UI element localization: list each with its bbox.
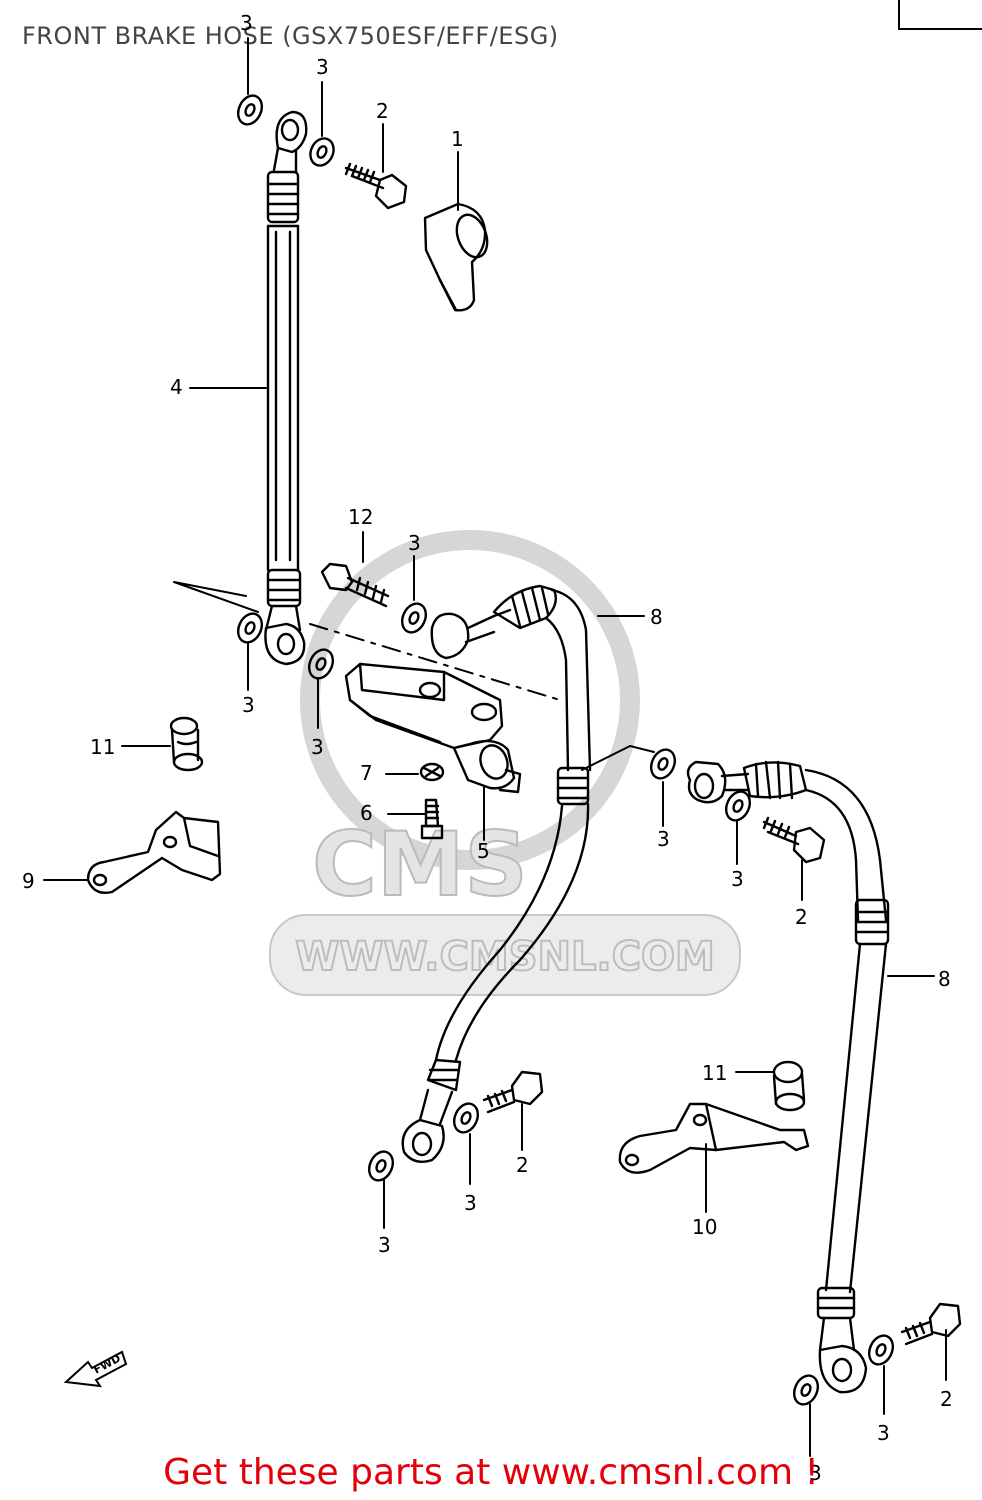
callout-3d: 3 xyxy=(242,693,255,717)
frame-corner xyxy=(898,0,982,30)
grommet-part-11-left xyxy=(169,716,204,772)
union-bolt-part-2-top xyxy=(344,162,408,210)
callout-10: 10 xyxy=(692,1215,717,1239)
callout-3g: 3 xyxy=(731,867,744,891)
callout-2c: 2 xyxy=(516,1153,529,1177)
callout-3j: 3 xyxy=(877,1421,890,1445)
hose-cover-part-1 xyxy=(423,202,489,312)
callout-3f: 3 xyxy=(657,827,670,851)
brake-hose-part-4 xyxy=(264,110,308,666)
three-way-joint-part-5 xyxy=(344,662,522,794)
union-bolt-part-2-right xyxy=(900,1302,962,1346)
callout-1: 1 xyxy=(451,127,464,151)
callout-3h: 3 xyxy=(464,1191,477,1215)
bracket-part-10 xyxy=(618,1102,810,1174)
callout-9: 9 xyxy=(22,869,35,893)
callout-3a: 3 xyxy=(240,11,253,35)
screw-part-6 xyxy=(420,798,444,840)
callout-8a: 8 xyxy=(650,605,663,629)
callout-2a: 2 xyxy=(376,99,389,123)
callout-3k: 3 xyxy=(809,1461,822,1485)
callout-numbers: 3 3 2 1 4 12 3 8 3 3 11 7 6 5 3 3 2 9 8 … xyxy=(22,11,953,1485)
union-bolt-part-2-left xyxy=(482,1070,544,1114)
callout-11a: 11 xyxy=(90,735,115,759)
callout-2b: 2 xyxy=(795,905,808,929)
callout-12: 12 xyxy=(348,505,373,529)
callout-6: 6 xyxy=(360,801,373,825)
washer-part-7 xyxy=(419,762,445,782)
fwd-arrow-icon: FWD xyxy=(63,1350,128,1388)
callout-4: 4 xyxy=(170,375,183,399)
bolt-part-12 xyxy=(320,562,390,608)
watermark: CMS WWW.CMSNL.COM xyxy=(269,530,741,996)
leader-lines xyxy=(43,37,947,1457)
grommet-part-11-right xyxy=(772,1060,806,1112)
callout-11b: 11 xyxy=(702,1061,727,1085)
bracket-part-9 xyxy=(86,810,222,894)
watermark-url: WWW.CMSNL.COM xyxy=(295,934,715,980)
callout-3c: 3 xyxy=(408,531,421,555)
callout-5: 5 xyxy=(477,839,490,863)
footer-link-text[interactable]: Get these parts at www.cmsnl.com ! xyxy=(163,1452,819,1493)
union-bolt-part-2-middle xyxy=(762,816,826,864)
callout-3e: 3 xyxy=(311,735,324,759)
callout-7: 7 xyxy=(360,761,373,785)
watermark-brand: CMS xyxy=(312,813,528,916)
callout-8b: 8 xyxy=(938,967,951,991)
callout-3i: 3 xyxy=(378,1233,391,1257)
brake-hose-part-8-right xyxy=(686,760,890,1394)
gasket-part-3 xyxy=(236,94,895,1406)
callout-2d: 2 xyxy=(940,1387,953,1411)
brake-hose-part-8-left xyxy=(401,584,592,1163)
diagram-title: FRONT BRAKE HOSE (GSX750ESF/EFF/ESG) xyxy=(22,22,559,50)
callout-3b: 3 xyxy=(316,55,329,79)
